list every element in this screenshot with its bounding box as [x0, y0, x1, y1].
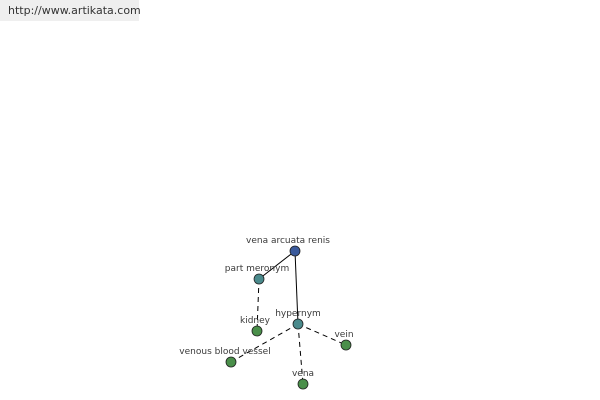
node-root[interactable] — [289, 245, 301, 257]
label-vein: vein — [334, 330, 353, 340]
edge-root-part_meronym — [258, 250, 296, 280]
label-hypernym: hypernym — [275, 309, 321, 319]
label-vena: vena — [292, 369, 314, 379]
edge-root-hypernym — [294, 250, 299, 325]
edge-hypernym-venous_blood_vessel — [230, 323, 299, 363]
label-root: vena arcuata renis — [246, 236, 330, 246]
label-kidney: kidney — [240, 316, 271, 326]
site-url[interactable]: http://www.artikata.com — [0, 0, 141, 21]
label-venous-blood-vessel: venous blood vessel — [179, 347, 270, 357]
label-part-meronym: part meronym — [225, 264, 289, 274]
node-vein[interactable] — [340, 339, 352, 351]
edge-hypernym-vena — [297, 323, 304, 385]
node-kidney[interactable] — [251, 325, 263, 337]
node-hypernym[interactable] — [292, 318, 304, 330]
node-venous-blood-vessel[interactable] — [225, 356, 237, 368]
node-part-meronym[interactable] — [253, 273, 265, 285]
node-vena[interactable] — [297, 378, 309, 390]
